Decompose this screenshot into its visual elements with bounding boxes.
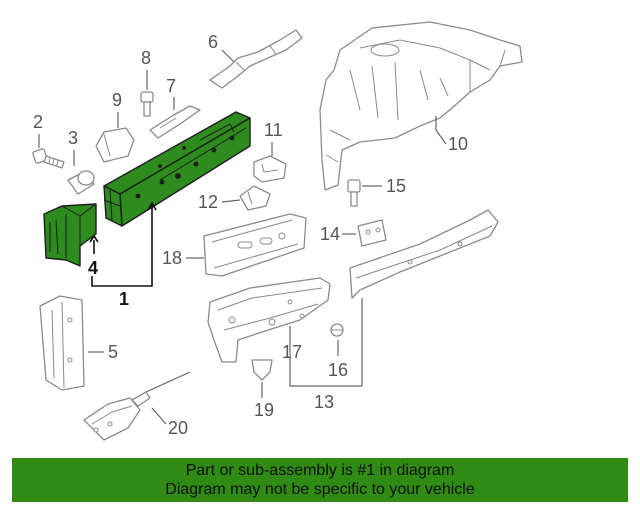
callout-12: 12 [198,192,218,212]
part-16-plug[interactable] [330,323,344,337]
part-19-patch[interactable] [251,359,273,381]
part-3-bushing[interactable] [67,170,95,195]
callout-2: 2 [33,112,43,132]
part-11-clip[interactable] [253,155,287,183]
callout-18: 18 [162,248,182,268]
part-14-bracket[interactable] [357,219,387,247]
callout-11: 11 [264,120,283,140]
part-1-side-member-extension[interactable] [103,111,251,227]
part-20-rod-mount[interactable] [83,371,191,441]
banner-line-2: Diagram may not be specific to your vehi… [165,481,475,498]
callout-13: 13 [314,392,334,412]
callout-6: 6 [208,32,218,52]
parts-diagram: 10 6 7 8 9 2 3 [32,21,523,441]
callout-3: 3 [68,128,78,148]
part-15-bolt[interactable] [347,179,361,207]
callout-17: 17 [282,342,302,362]
part-10-apron-assembly[interactable] [319,21,523,191]
part-9-clip[interactable] [95,127,135,163]
part-8-bolt[interactable] [140,91,154,117]
callout-9: 9 [112,90,122,110]
callout-19: 19 [254,400,274,420]
part-18-reinforcement[interactable] [203,213,307,277]
banner-line-1: Part or sub-assembly is #1 in diagram [185,462,455,479]
callout-4: 4 [88,258,98,278]
callout-15: 15 [386,176,406,196]
part-4-bracket[interactable] [43,203,97,267]
callout-10: 10 [448,134,468,154]
part-17-side-member[interactable] [207,277,331,363]
part-6-upper-bracket[interactable] [209,29,303,89]
callout-16: 16 [328,360,348,380]
part-7-rail-bracket[interactable] [149,105,201,139]
callout-7: 7 [166,76,176,96]
part-12-clip[interactable] [239,185,271,211]
callout-20: 20 [168,418,188,438]
part-2-bolt[interactable] [32,148,65,169]
callout-14: 14 [320,224,340,244]
part-5-vertical-bracket[interactable] [39,295,85,391]
callout-1: 1 [119,289,129,309]
callout-8: 8 [141,48,151,68]
callout-5: 5 [108,342,118,362]
info-banner: Part or sub-assembly is #1 in diagram Di… [12,458,628,502]
part-13-rail-right[interactable] [349,209,499,299]
